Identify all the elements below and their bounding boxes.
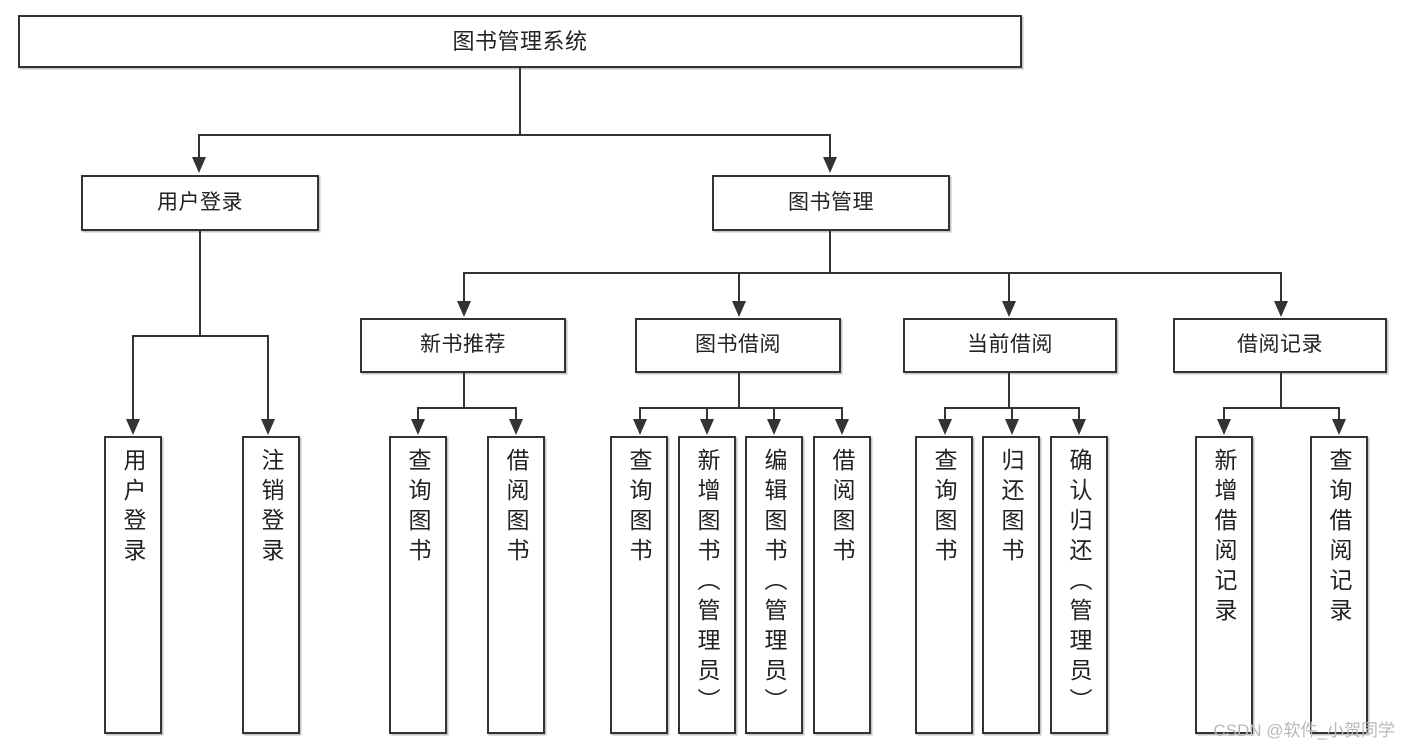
connector-new-book-fanbar [417, 407, 515, 409]
node-label: 归还图书 [998, 448, 1025, 568]
leaf-user-login-login[interactable]: 用户登录 [104, 436, 162, 734]
node-label: 确认归还（管理员） [1066, 448, 1093, 718]
connector-root-to-book-management [829, 134, 831, 158]
node-new-book-recommend[interactable]: 新书推荐 [360, 318, 566, 373]
connector-borrow-records-fanbar [1223, 407, 1338, 409]
node-book-borrow[interactable]: 图书借阅 [635, 318, 841, 373]
arrow-to-current-borrow [1002, 301, 1016, 317]
arrow-user-login-to-leaf-1 [126, 419, 140, 435]
arrow-borrow-records-to-leaf-1 [1217, 419, 1231, 435]
leaf-book-borrow-query-book[interactable]: 查询图书 [610, 436, 668, 734]
node-root-book-management-system[interactable]: 图书管理系统 [18, 15, 1022, 68]
arrow-new-book-to-leaf-1 [411, 419, 425, 435]
arrow-new-book-to-leaf-2 [509, 419, 523, 435]
leaf-current-borrow-confirm-return-admin[interactable]: 确认归还（管理员） [1050, 436, 1108, 734]
node-label: 借阅图书 [829, 448, 856, 568]
arrow-current-borrow-to-leaf-2 [1005, 419, 1019, 435]
leaf-current-borrow-return-book[interactable]: 归还图书 [982, 436, 1040, 734]
node-borrow-records[interactable]: 借阅记录 [1173, 318, 1387, 373]
node-label: 用户登录 [157, 190, 243, 214]
connector-book-management-stem [829, 231, 831, 273]
leaf-book-borrow-add-book-admin[interactable]: 新增图书（管理员） [678, 436, 736, 734]
node-label: 注销登录 [258, 448, 285, 568]
connector-book-borrow-fanbar [639, 407, 841, 409]
connector-user-login-stem [199, 231, 201, 336]
arrow-book-borrow-to-leaf-2 [700, 419, 714, 435]
node-label: 查询图书 [626, 448, 653, 568]
connector-book-borrow-to-leaf-2 [706, 407, 708, 421]
connector-new-book-to-leaf-2 [515, 407, 517, 421]
leaf-new-book-borrow-book[interactable]: 借阅图书 [487, 436, 545, 734]
connector-to-current-borrow [1008, 272, 1010, 302]
connector-borrow-records-to-leaf-2 [1338, 407, 1340, 421]
arrow-book-borrow-to-leaf-3 [767, 419, 781, 435]
node-label: 用户登录 [120, 448, 147, 568]
node-book-management[interactable]: 图书管理 [712, 175, 950, 231]
leaf-new-book-query-book[interactable]: 查询图书 [389, 436, 447, 734]
arrow-to-borrow-records [1274, 301, 1288, 317]
arrow-borrow-records-to-leaf-2 [1332, 419, 1346, 435]
arrow-to-new-book [457, 301, 471, 317]
connector-book-borrow-to-leaf-3 [773, 407, 775, 421]
node-user-login[interactable]: 用户登录 [81, 175, 319, 231]
connector-book-borrow-stem [738, 373, 740, 408]
connector-book-borrow-to-leaf-4 [841, 407, 843, 421]
connector-to-new-book [463, 272, 465, 302]
node-label: 当前借阅 [967, 333, 1053, 357]
arrow-to-book-borrow [732, 301, 746, 317]
connector-to-borrow-records [1280, 272, 1282, 302]
connector-borrow-records-to-leaf-1 [1223, 407, 1225, 421]
node-label: 查询借阅记录 [1326, 448, 1353, 628]
connector-user-login-to-leaf-1 [132, 335, 134, 420]
connector-to-book-borrow [738, 272, 740, 302]
arrow-current-borrow-to-leaf-1 [938, 419, 952, 435]
arrow-current-borrow-to-leaf-3 [1072, 419, 1086, 435]
leaf-book-borrow-borrow-book[interactable]: 借阅图书 [813, 436, 871, 734]
leaf-borrow-records-add-record[interactable]: 新增借阅记录 [1195, 436, 1253, 734]
connector-user-login-to-leaf-2 [267, 335, 269, 420]
arrow-root-to-user-login [192, 157, 206, 173]
connector-new-book-to-leaf-1 [417, 407, 419, 421]
node-label: 查询图书 [931, 448, 958, 568]
arrow-root-to-book-management [823, 157, 837, 173]
leaf-current-borrow-query-book[interactable]: 查询图书 [915, 436, 973, 734]
connector-borrow-records-stem [1280, 373, 1282, 408]
node-label: 图书管理系统 [452, 28, 588, 54]
node-label: 图书借阅 [695, 333, 781, 357]
node-label: 编辑图书（管理员） [761, 448, 788, 718]
node-label: 借阅记录 [1237, 333, 1323, 357]
connector-current-borrow-to-leaf-2 [1011, 407, 1013, 421]
node-label: 借阅图书 [503, 448, 530, 568]
connector-root-stem [519, 68, 521, 135]
connector-current-borrow-to-leaf-3 [1078, 407, 1080, 421]
node-label: 新书推荐 [420, 333, 506, 357]
leaf-user-login-logout[interactable]: 注销登录 [242, 436, 300, 734]
connector-level2-fanbar [463, 272, 1280, 274]
leaf-book-borrow-edit-book-admin[interactable]: 编辑图书（管理员） [745, 436, 803, 734]
node-label: 查询图书 [405, 448, 432, 568]
connector-current-borrow-to-leaf-1 [944, 407, 946, 421]
arrow-book-borrow-to-leaf-1 [633, 419, 647, 435]
arrow-book-borrow-to-leaf-4 [835, 419, 849, 435]
node-label: 新增图书（管理员） [694, 448, 721, 718]
connector-root-to-user-login [198, 134, 200, 158]
node-label: 图书管理 [788, 190, 874, 214]
node-current-borrow[interactable]: 当前借阅 [903, 318, 1117, 373]
leaf-borrow-records-query-record[interactable]: 查询借阅记录 [1310, 436, 1368, 734]
connector-root-fanbar [198, 134, 831, 136]
connector-current-borrow-stem [1008, 373, 1010, 408]
connector-book-borrow-to-leaf-1 [639, 407, 641, 421]
connector-user-login-fanbar [132, 335, 267, 337]
node-label: 新增借阅记录 [1211, 448, 1238, 628]
arrow-user-login-to-leaf-2 [261, 419, 275, 435]
connector-new-book-stem [463, 373, 465, 408]
